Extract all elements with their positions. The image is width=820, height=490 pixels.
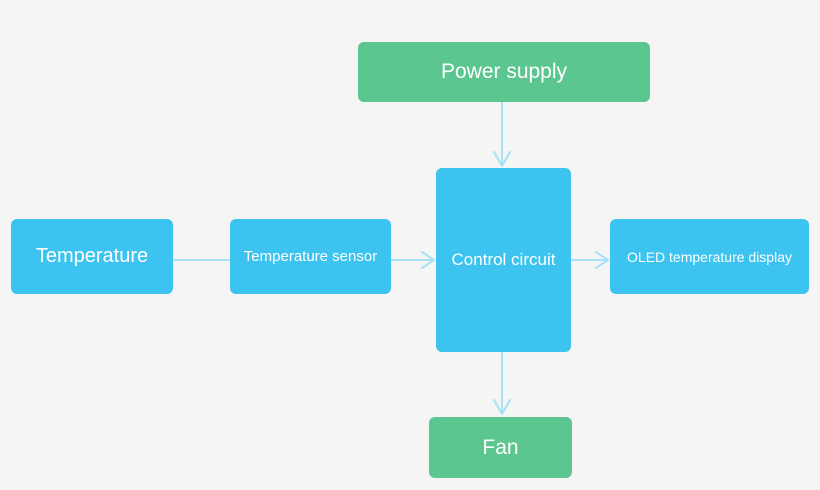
arrowhead-into-oled bbox=[595, 251, 609, 269]
temperature-sensor-label: Temperature sensor bbox=[243, 248, 378, 265]
arrowhead-into-fan bbox=[493, 399, 511, 415]
temperature-label: Temperature bbox=[35, 245, 149, 267]
temperature-sensor-node: Temperature sensor bbox=[230, 219, 391, 294]
oled-display-node: OLED temperature display bbox=[610, 219, 809, 294]
power-supply-node: Power supply bbox=[358, 42, 650, 102]
control-circuit-label: Control circuit bbox=[451, 250, 556, 269]
oled-display-label: OLED temperature display bbox=[627, 248, 792, 265]
arrowhead-into-control-top bbox=[493, 151, 511, 167]
temperature-node: Temperature bbox=[11, 219, 173, 294]
fan-node: Fan bbox=[429, 417, 572, 478]
control-circuit-node: Control circuit bbox=[436, 168, 571, 352]
power-supply-label: Power supply bbox=[440, 60, 568, 83]
fan-label: Fan bbox=[482, 435, 519, 459]
arrowhead-into-control-left bbox=[421, 251, 435, 269]
